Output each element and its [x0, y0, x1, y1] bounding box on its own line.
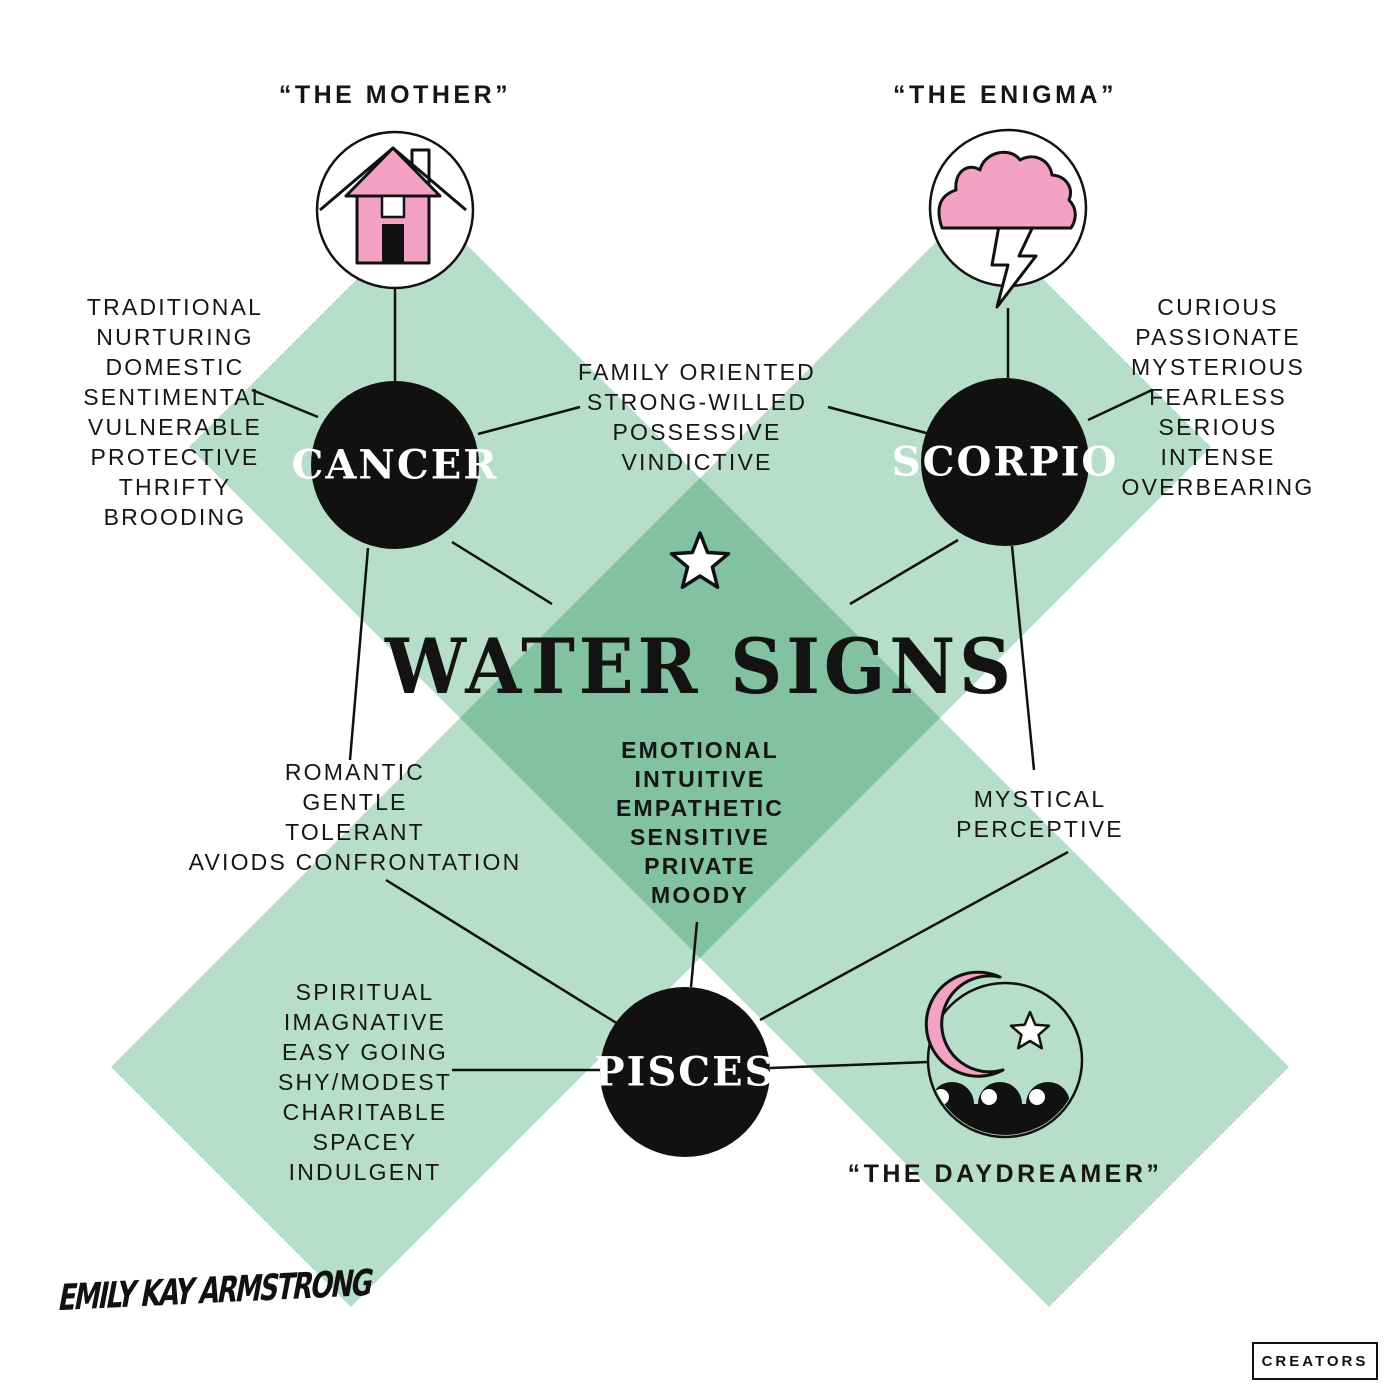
trait-line: IMAGNATIVE	[283, 1009, 447, 1035]
trait-line: SPIRITUAL	[295, 979, 435, 1005]
pisces-epithet: “THE DAYDREAMER”	[847, 1160, 1163, 1188]
scorpio-epithet: “THE ENIGMA”	[893, 81, 1117, 109]
cloud-shape	[937, 150, 1077, 230]
crescent-moon	[924, 970, 1005, 1078]
line-scorpio-center	[849, 538, 959, 606]
trait-line: SENTIMENTAL	[83, 384, 267, 410]
water-signs-traits-list: EMOTIONAL INTUITIVE EMPATHETIC SENSITIVE PRI…	[616, 736, 784, 910]
pisces-label: PISCES	[594, 1048, 776, 1096]
trait-line: MYSTERIOUS	[1130, 354, 1306, 380]
trait-line: VULNERABLE	[87, 414, 263, 440]
trait-line: MOODY	[651, 882, 749, 908]
line-scorpio-shared	[827, 405, 931, 436]
trait-line: PASSIONATE	[1135, 324, 1301, 350]
line-scorpio-traits	[1087, 388, 1153, 422]
trait-line: AVIODS CONFRONTATION	[188, 849, 522, 875]
trait-line: EASY GOING	[281, 1039, 449, 1065]
trait-line: INTENSE	[1160, 444, 1276, 470]
line-cancer-shared	[477, 405, 581, 436]
trait-line: PRIVATE	[644, 853, 756, 879]
trait-line: FAMILY ORIENTED	[578, 359, 816, 385]
scorpio-label: SCORPIO	[891, 438, 1119, 486]
trait-line: SHY/MODEST	[277, 1069, 453, 1095]
trait-line: STRONG-WILLED	[586, 389, 808, 415]
trait-line: SPACEY	[312, 1129, 418, 1155]
center-star-icon	[669, 531, 731, 590]
trait-line: MYSTICAL	[973, 786, 1107, 812]
trait-line: OVERBEARING	[1121, 474, 1315, 500]
creators-badge: CREATORS	[1252, 1342, 1378, 1380]
trait-line: THRIFTY	[118, 474, 232, 500]
house-icon	[315, 130, 475, 290]
trait-line: POSSESSIVE	[612, 419, 782, 445]
trait-line: PROTECTIVE	[90, 444, 260, 470]
trait-line: TOLERANT	[285, 819, 425, 845]
cancer-traits-list: TRADITIONAL NURTURING DOMESTIC SENTIMENTAL V…	[83, 292, 267, 532]
line-romantic-pisces	[385, 878, 619, 1026]
trait-line: FEARLESS	[1149, 384, 1287, 410]
trait-line: EMPATHETIC	[615, 795, 785, 821]
cancer-epithet: “THE MOTHER”	[278, 81, 512, 109]
cancer-label: CANCER	[291, 441, 499, 489]
line-center-pisces	[689, 921, 699, 988]
trait-line: EMOTIONAL	[621, 737, 779, 763]
scorpio-pisces-shared-list: MYSTICAL PERCEPTIVE	[956, 784, 1124, 844]
line-cancer-traits	[251, 388, 319, 419]
trait-line: SENSITIVE	[630, 824, 770, 850]
small-star	[1009, 1010, 1051, 1050]
trait-line: INTUITIVE	[634, 766, 766, 792]
sign-circles	[311, 378, 1089, 1157]
storm-cloud-lightning-icon	[928, 128, 1088, 309]
scorpio-circle	[921, 378, 1089, 546]
page-title: WATER SIGNS	[385, 622, 1015, 711]
trait-line: TRADITIONAL	[86, 294, 264, 320]
trait-line: GENTLE	[302, 789, 408, 815]
pisces-circle	[600, 987, 770, 1157]
pisces-traits-list: SPIRITUAL IMAGNATIVE EASY GOING SHY/MODEST C…	[278, 977, 452, 1187]
trait-line: BROODING	[103, 504, 247, 530]
trait-line: SERIOUS	[1158, 414, 1278, 440]
line-scorpio-mystical	[1010, 545, 1036, 771]
line-pisces-moon	[769, 1060, 929, 1070]
cancer-scorpio-shared-list: FAMILY ORIENTED STRONG-WILLED POSSESSIVE VI…	[578, 357, 816, 477]
trait-line: INDULGENT	[288, 1159, 442, 1185]
line-pisces-mystical	[759, 850, 1069, 1022]
connector-lines	[251, 288, 1153, 1072]
trait-line: DOMESTIC	[105, 354, 245, 380]
trait-line: NURTURING	[96, 324, 254, 350]
cancer-circle	[311, 381, 479, 549]
line-cancer-romantic	[348, 547, 370, 761]
scorpio-traits-list: CURIOUS PASSIONATE MYSTERIOUS FEARLESS SERIO…	[1122, 292, 1315, 502]
trait-line: PERCEPTIVE	[956, 816, 1124, 842]
line-cancer-center	[451, 540, 553, 606]
trait-line: ROMANTIC	[284, 759, 426, 785]
trait-line: CURIOUS	[1157, 294, 1279, 320]
trait-line: VINDICTIVE	[621, 449, 773, 475]
cancer-pisces-shared-list: ROMANTIC GENTLE TOLERANT AVIODS CONFRONTATI…	[189, 757, 522, 877]
trait-line: CHARITABLE	[282, 1099, 448, 1125]
